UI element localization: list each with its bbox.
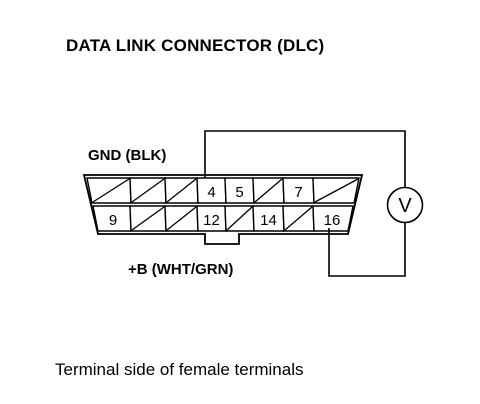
terminal-number: 5 bbox=[235, 184, 243, 201]
terminal-number: 9 bbox=[109, 212, 117, 229]
unused-terminal-hatch bbox=[166, 206, 197, 231]
unused-terminal-hatch bbox=[314, 178, 359, 203]
unused-terminal-hatch bbox=[254, 178, 283, 203]
terminal-number: 4 bbox=[207, 184, 215, 201]
dlc-connector: 4 5 7 9 12 14 16 bbox=[82, 174, 364, 245]
diagram-caption: Terminal side of female terminals bbox=[55, 360, 304, 379]
gnd-label: GND (BLK) bbox=[88, 147, 166, 164]
terminal-top-7: 7 bbox=[282, 177, 315, 204]
terminal-top-2 bbox=[129, 177, 167, 204]
diagram-title: DATA LINK CONNECTOR (DLC) bbox=[66, 36, 325, 55]
terminal-bottom-6: 14 bbox=[252, 205, 285, 232]
unused-terminal-hatch bbox=[166, 178, 197, 203]
terminal-cell bbox=[312, 205, 354, 232]
terminal-number: 12 bbox=[203, 212, 220, 229]
terminal-bottom-1: 9 bbox=[92, 205, 132, 232]
unused-terminal-hatch bbox=[131, 178, 165, 203]
terminal-bottom-3 bbox=[164, 205, 199, 232]
unused-terminal-hatch bbox=[284, 206, 313, 231]
terminal-number: 7 bbox=[294, 184, 302, 201]
terminal-top-5: 5 bbox=[224, 177, 255, 204]
terminal-number: 14 bbox=[260, 212, 277, 229]
terminal-bottom-5 bbox=[224, 205, 255, 232]
terminal-top-3 bbox=[164, 177, 199, 204]
terminal-top-1 bbox=[86, 177, 132, 204]
unused-terminal-hatch bbox=[92, 178, 130, 203]
terminal-number: 16 bbox=[324, 212, 341, 229]
terminal-bottom-2 bbox=[129, 205, 167, 232]
plus-b-label: +B (WHT/GRN) bbox=[128, 261, 233, 278]
gnd-wire bbox=[204, 130, 406, 187]
terminal-top-6 bbox=[252, 177, 285, 204]
terminal-top-4: 4 bbox=[196, 177, 227, 204]
unused-terminal-hatch bbox=[131, 206, 165, 231]
voltmeter-icon: V bbox=[386, 186, 424, 224]
terminal-bottom-7 bbox=[282, 205, 315, 232]
terminal-top-8 bbox=[312, 177, 360, 204]
terminal-bottom-8: 16 bbox=[312, 205, 354, 232]
plus-b-wire bbox=[328, 223, 406, 277]
voltmeter-symbol: V bbox=[398, 195, 412, 217]
unused-terminal-hatch bbox=[226, 206, 253, 231]
terminal-bottom-4: 12 bbox=[196, 205, 227, 232]
